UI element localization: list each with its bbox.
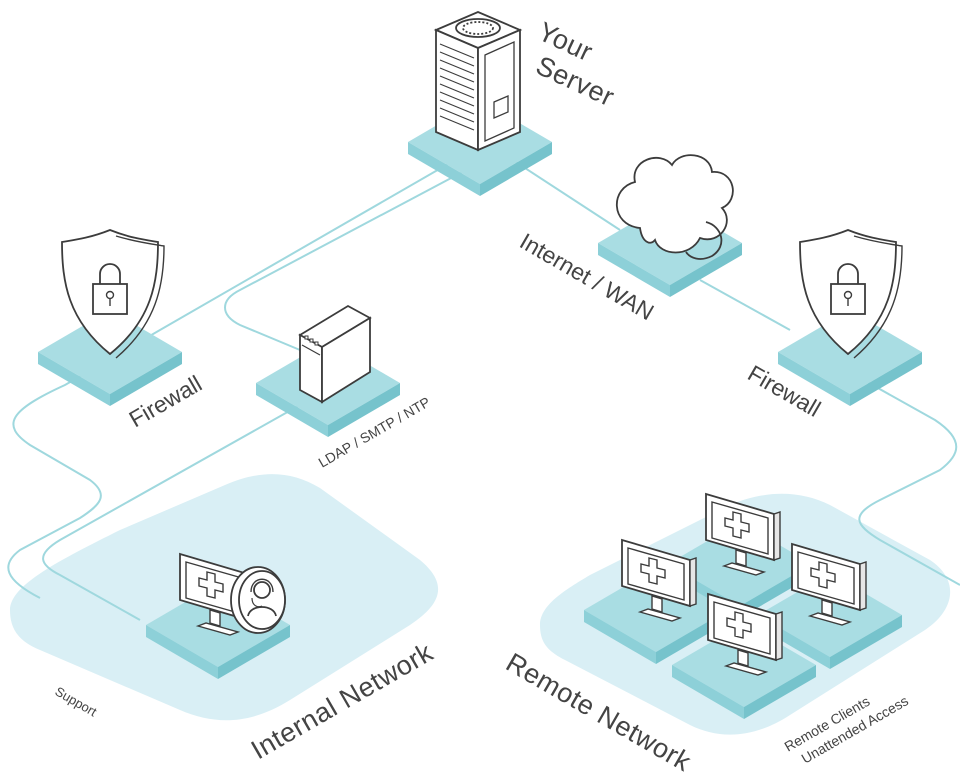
firewall-right-node	[778, 229, 922, 406]
headset-icon	[230, 566, 286, 634]
internet-node	[598, 154, 742, 297]
support-label: Support	[53, 684, 100, 720]
server-node	[408, 11, 552, 196]
server-icon	[433, 11, 523, 152]
connection-lines	[7, 154, 960, 621]
appliance-icon	[298, 304, 372, 404]
support-node	[146, 553, 290, 679]
firewall-left-node	[38, 229, 182, 406]
cloud-icon	[615, 154, 734, 260]
ldap-node	[256, 304, 400, 437]
